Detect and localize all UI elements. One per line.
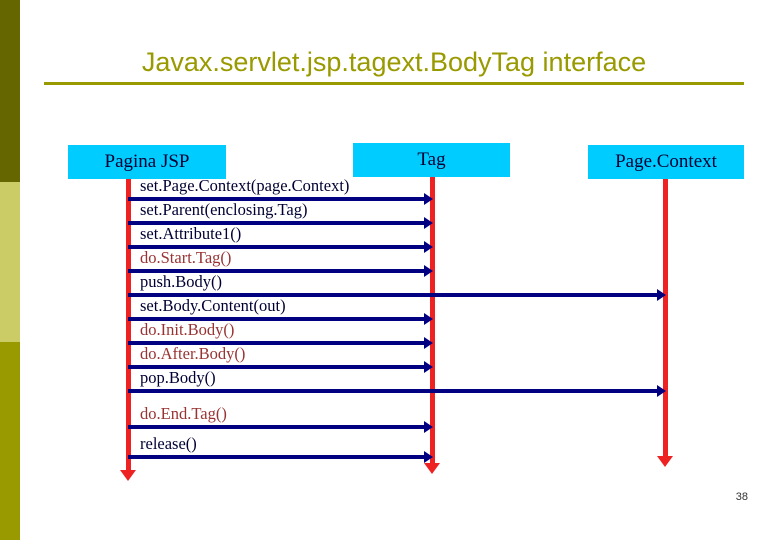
message-label-6: do.Init.Body() — [140, 320, 235, 339]
message-label-1: set.Parent(enclosing.Tag) — [140, 200, 308, 219]
message-arrowhead-10 — [424, 451, 433, 463]
message-arrow-10 — [128, 455, 425, 459]
lifeline-arrowhead-pagina-jsp — [120, 470, 136, 481]
message-arrowhead-4 — [657, 289, 666, 301]
message-arrow-5 — [128, 317, 425, 321]
message-arrow-9 — [128, 425, 425, 429]
message-label-0: set.Page.Context(page.Context) — [140, 176, 350, 195]
actor-box-pagina-jsp[interactable]: Pagina JSP — [68, 145, 226, 179]
slide-page-number: 38 — [735, 491, 748, 503]
message-label-2: set.Attribute1() — [140, 224, 242, 243]
message-arrow-4 — [128, 293, 658, 297]
message-arrowhead-3 — [424, 265, 433, 277]
message-label-5: set.Body.Content(out) — [140, 296, 286, 315]
message-arrow-8 — [128, 389, 658, 393]
message-arrowhead-5 — [424, 313, 433, 325]
message-arrowhead-6 — [424, 337, 433, 349]
sidebar-segment-middle — [0, 182, 20, 342]
actor-box-page-context[interactable]: Page.Context — [588, 145, 744, 179]
actor-box-tag[interactable]: Tag — [353, 143, 510, 177]
message-label-4: push.Body() — [140, 272, 223, 291]
message-arrow-0 — [128, 197, 425, 201]
message-arrowhead-2 — [424, 241, 433, 253]
message-arrow-6 — [128, 341, 425, 345]
message-arrowhead-7 — [424, 361, 433, 373]
message-arrow-7 — [128, 365, 425, 369]
message-label-10: release() — [140, 434, 197, 453]
sidebar-segment-bottom — [0, 342, 20, 540]
slide-sidebar-decoration — [0, 0, 20, 540]
message-arrowhead-9 — [424, 421, 433, 433]
lifeline-page-context — [663, 179, 668, 458]
message-arrow-2 — [128, 245, 425, 249]
sidebar-segment-top — [0, 0, 20, 182]
message-arrow-1 — [128, 221, 425, 225]
slide-title-block: Javax.servlet.jsp.tagext.BodyTag interfa… — [44, 46, 744, 90]
page-title: Javax.servlet.jsp.tagext.BodyTag interfa… — [141, 47, 647, 77]
lifeline-arrowhead-page-context — [657, 456, 673, 467]
message-arrowhead-8 — [657, 385, 666, 397]
message-arrowhead-1 — [424, 217, 433, 229]
lifeline-arrowhead-tag — [424, 463, 440, 474]
title-underline-gap-left — [68, 77, 71, 82]
message-label-8: pop.Body() — [140, 368, 216, 387]
title-underline-gap-right — [720, 77, 723, 82]
message-arrowhead-0 — [424, 193, 433, 205]
title-underline — [44, 82, 744, 85]
message-label-3: do.Start.Tag() — [140, 248, 232, 267]
message-label-9: do.End.Tag() — [140, 404, 227, 423]
lifeline-pagina-jsp — [126, 179, 131, 472]
message-label-7: do.After.Body() — [140, 344, 246, 363]
message-arrow-3 — [128, 269, 425, 273]
